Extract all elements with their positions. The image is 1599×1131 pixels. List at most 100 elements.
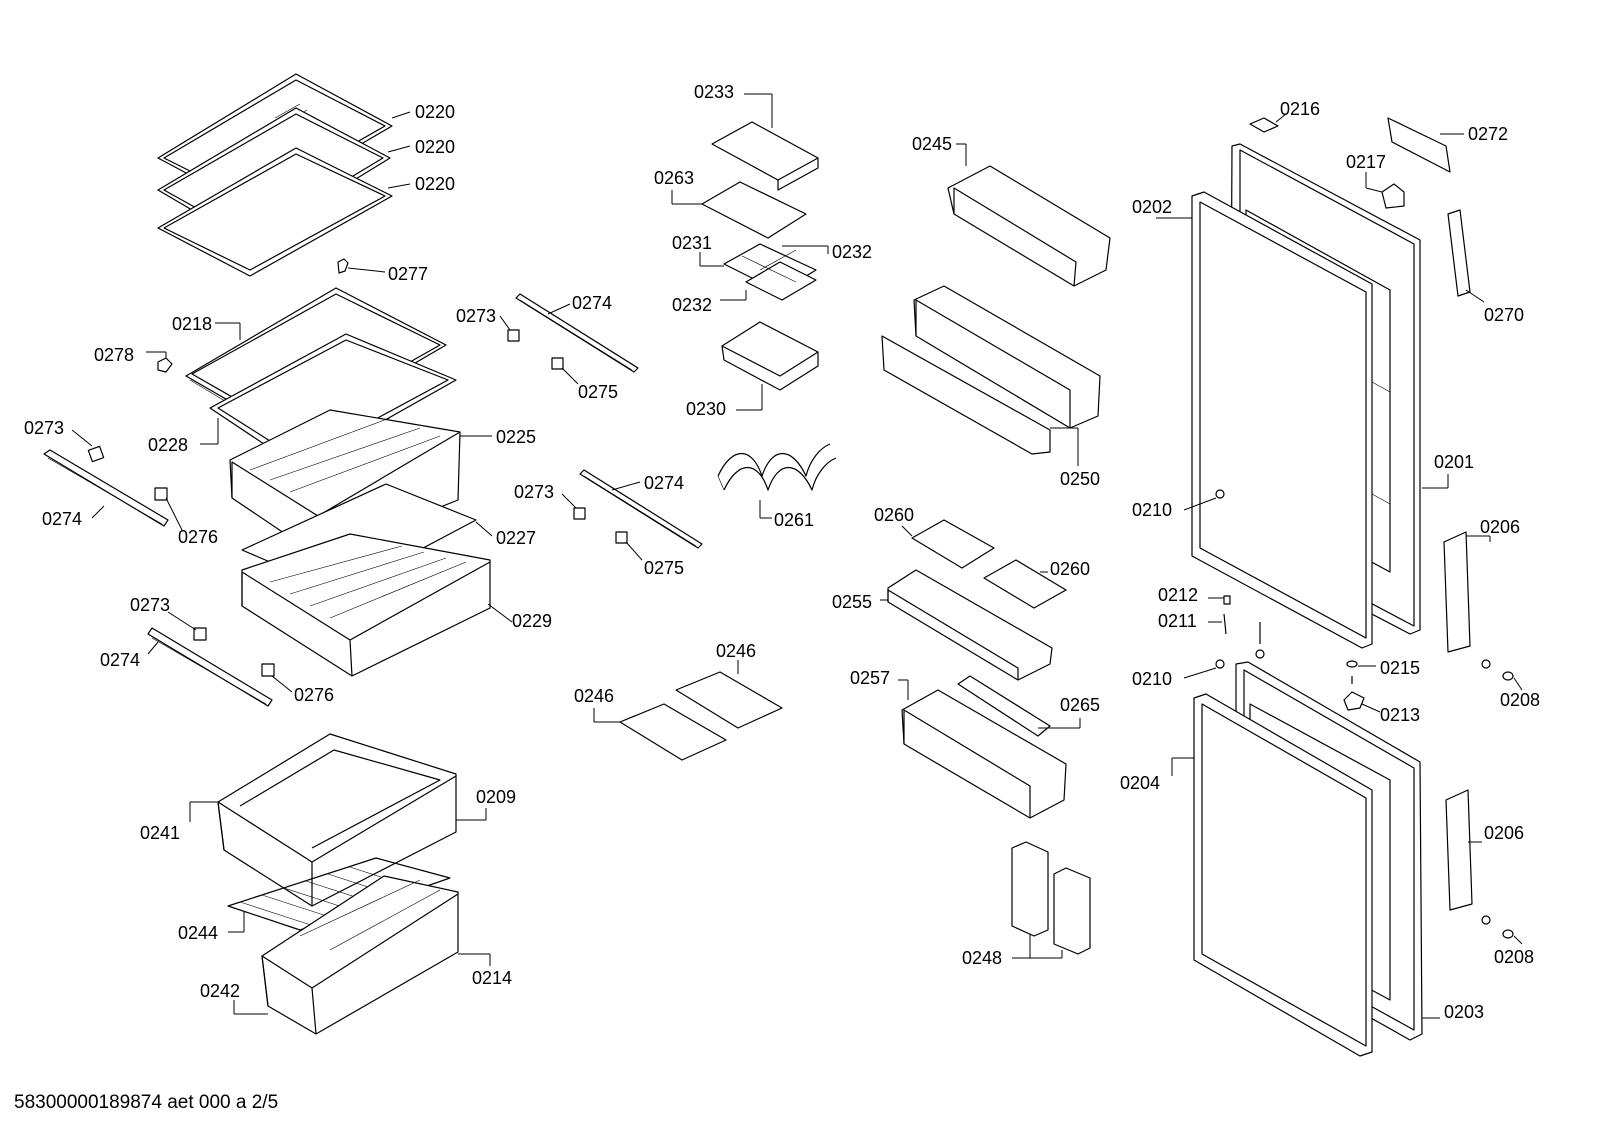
glass-shelf-low <box>157 147 393 277</box>
holder-0276-a <box>154 487 183 531</box>
part-label: 0244 <box>178 923 218 943</box>
drawer-0229 <box>241 533 513 677</box>
guide-0273-c <box>499 315 520 342</box>
rail-0274-a <box>43 449 169 527</box>
cover-0217 <box>1365 172 1405 209</box>
part-label: 0278 <box>94 345 134 365</box>
drawer-0242-0214 <box>233 875 491 1035</box>
part-label: 0250 <box>1060 469 1100 489</box>
part-label: 0272 <box>1468 124 1508 144</box>
part-label: 0232 <box>672 295 712 315</box>
part-label: 0263 <box>654 168 694 188</box>
part-label: 0214 <box>472 968 512 988</box>
pin-0211 <box>1208 613 1265 659</box>
handle-0206-b <box>1445 789 1482 911</box>
part-label: 0211 <box>1158 611 1197 631</box>
part-label: 0246 <box>716 641 756 661</box>
tray-0230 <box>721 321 819 411</box>
egg-tray-0260-b <box>983 559 1067 609</box>
part-label: 0248 <box>962 948 1002 968</box>
part-label: 0213 <box>1380 705 1420 725</box>
rail-0274-c <box>515 293 639 373</box>
bushing-0212 <box>1208 595 1231 605</box>
part-label: 0273 <box>456 306 496 326</box>
screw-0210-b <box>1183 659 1225 679</box>
part-label: 0273 <box>514 482 554 502</box>
ice-tray-0246-a <box>675 660 783 729</box>
part-label: 0208 <box>1494 947 1534 967</box>
cap-0216 <box>1249 113 1287 133</box>
part-label: 0255 <box>832 592 872 612</box>
part-label: 0209 <box>476 787 516 807</box>
dividers-0231-0232 <box>699 243 829 301</box>
clip-0278 <box>146 351 173 373</box>
part-label: 0273 <box>24 418 64 438</box>
part-label: 0270 <box>1484 305 1524 325</box>
ice-tray-0246-b <box>593 703 727 761</box>
door-shelf-0257 <box>898 679 1067 819</box>
part-label: 0275 <box>578 382 618 402</box>
rail-0274-d <box>579 469 703 549</box>
part-label: 0229 <box>512 611 552 631</box>
part-label: 0260 <box>874 505 914 525</box>
part-label: 0206 <box>1484 823 1524 843</box>
guide-0273-d <box>561 493 586 520</box>
part-label: 0210 <box>1132 500 1172 520</box>
part-label: 0246 <box>574 686 614 706</box>
bottle-stop-0265 <box>957 675 1081 737</box>
part-label: 0203 <box>1444 1002 1484 1022</box>
part-label: 0220 <box>415 174 455 194</box>
part-label: 0274 <box>42 509 82 529</box>
part-label: 0201 <box>1434 452 1474 472</box>
part-label: 0202 <box>1132 197 1172 217</box>
door-shelf-0245 <box>947 143 1111 287</box>
part-label: 0232 <box>832 242 872 262</box>
insert-0263 <box>671 181 807 239</box>
part-label: 0274 <box>572 293 612 313</box>
part-label: 0260 <box>1050 559 1090 579</box>
label-0272 <box>1387 117 1464 173</box>
clip-0277 <box>337 258 386 274</box>
handle-0206-a <box>1443 531 1491 653</box>
part-labels: 0220 0220 0220 0277 0218 0278 0228 0225 … <box>24 82 1540 1022</box>
part-label: 0233 <box>694 82 734 102</box>
part-label: 0220 <box>415 102 455 122</box>
part-label: 0228 <box>148 435 188 455</box>
egg-tray-0260-a <box>901 519 995 569</box>
bottle-rack-0261 <box>717 443 837 519</box>
part-label: 0220 <box>415 137 455 157</box>
holder-0276-b <box>261 663 293 693</box>
part-label: 0273 <box>130 595 170 615</box>
part-label: 0261 <box>774 510 814 530</box>
screw-0210-a <box>1183 489 1225 511</box>
part-label: 0218 <box>172 314 212 334</box>
gasket-0204 <box>1171 693 1373 1057</box>
part-label: 0217 <box>1346 152 1386 172</box>
holder-0275-b <box>615 531 643 561</box>
part-label: 0215 <box>1380 658 1420 678</box>
part-label: 0212 <box>1158 585 1198 605</box>
part-label: 0210 <box>1132 669 1172 689</box>
door-shelf-0255 <box>880 569 1053 681</box>
part-label: 0206 <box>1480 517 1520 537</box>
part-label: 0231 <box>672 233 712 253</box>
drawer-0241-0209 <box>189 733 487 907</box>
part-label: 0208 <box>1500 690 1540 710</box>
document-id: 58300000189874 aet 000 a 2/5 <box>14 1092 279 1113</box>
washer-0215 <box>1346 660 1376 684</box>
part-label: 0275 <box>644 558 684 578</box>
bearing-0213 <box>1343 691 1381 713</box>
part-label: 0241 <box>140 823 180 843</box>
part-label: 0204 <box>1120 773 1160 793</box>
part-label: 0225 <box>496 427 536 447</box>
screw-0208-b <box>1481 915 1523 945</box>
tray-0233 <box>711 93 819 191</box>
rail-0274-b <box>147 627 273 707</box>
screw-0208-a <box>1481 659 1523 691</box>
part-label: 0274 <box>100 650 140 670</box>
part-label: 0245 <box>912 134 952 154</box>
part-label: 0265 <box>1060 695 1100 715</box>
part-label: 0242 <box>200 981 240 1001</box>
gasket-0202 <box>1156 191 1373 649</box>
